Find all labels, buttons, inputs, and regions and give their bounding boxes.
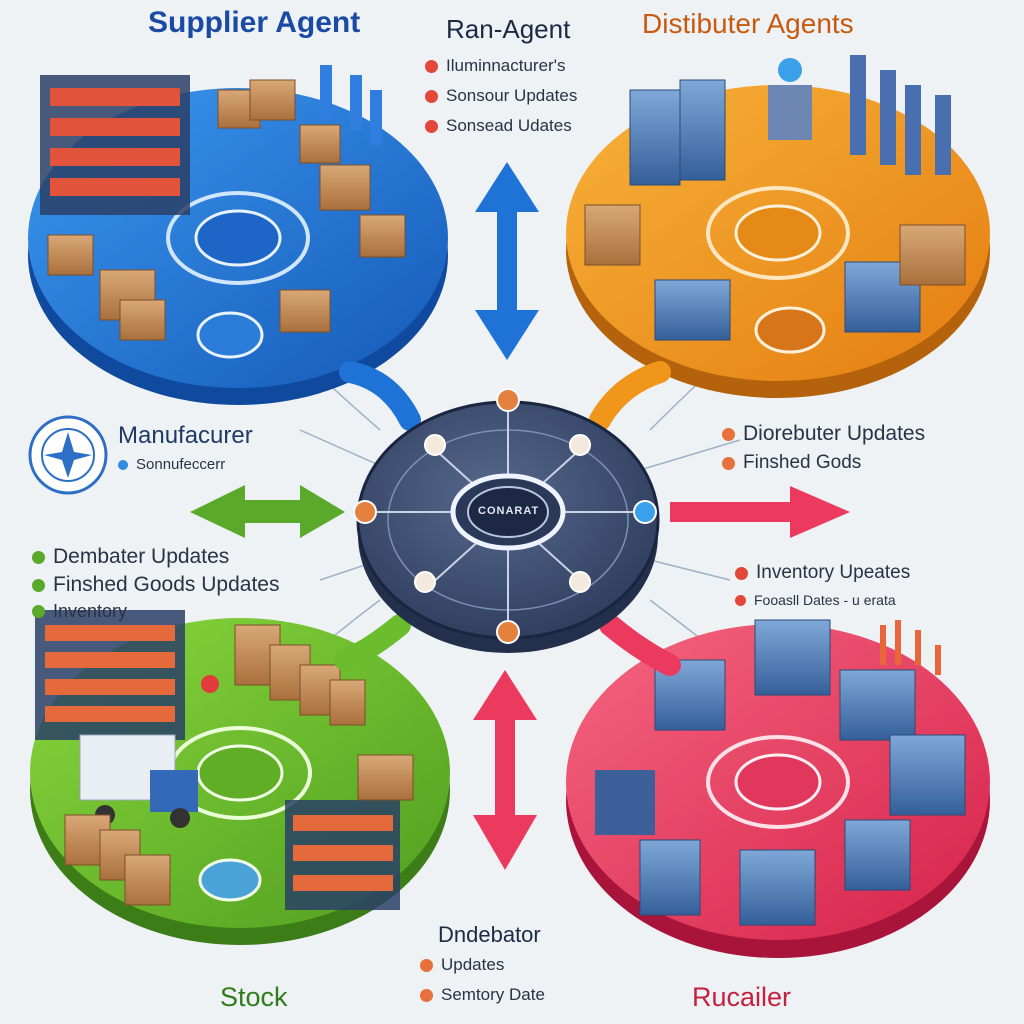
bullet-icon [118,459,128,470]
right-top-list: Diorebuter Updates Finshed Gods [722,422,925,474]
bullet-icon [735,566,748,580]
list-item: Finshed Gods [722,452,925,474]
bullet-icon [32,550,45,564]
bullet-icon [425,59,438,73]
manufacturer-logo-icon [28,415,108,495]
bottom-center-list: Updates Semtory Date [420,955,545,1005]
truck-icon [79,734,198,828]
retailer-title: Rucailer [692,982,792,1012]
list-item-label: Iluminnacturer's [446,56,566,75]
list-item: Iluminnacturer's [425,56,577,76]
red-double-arrow [473,670,537,870]
list-item-label: Finshed Goods Updates [53,573,280,596]
manufacturer-title: Manufacurer [118,422,253,449]
list-item-label: Inventory [53,601,128,621]
bullet-icon [32,578,45,592]
stock-title: Stock [220,982,288,1012]
list-item: Sonsead Udates [425,116,577,136]
list-item-label: Dembater Updates [53,545,230,568]
distributer-agents-title: Distibuter Agents [642,8,854,39]
red-right-arrow [670,486,850,538]
manufacturer-sub-label: Sonnufeccerr [136,456,226,473]
bullet-icon [722,427,735,441]
list-item: Inventory Upeates [735,562,910,584]
list-item-label: Semtory Date [441,985,545,1004]
supplier-platform [28,65,448,405]
bullet-icon [420,988,433,1002]
list-item-label: Diorebuter Updates [743,422,926,445]
list-item-label: Finshed Gods [743,452,862,473]
central-hub [353,388,660,653]
center-top-list: Iluminnacturer's Sonsour Updates Sonsead… [425,56,577,136]
bullet-icon [425,119,438,133]
right-mid-list: Inventory Upeates Fooasll Dates - u erat… [735,562,910,608]
list-item: Diorebuter Updates [722,422,925,446]
center-top-title: Ran-Agent [446,14,571,44]
list-item: Dembater Updates [32,545,279,569]
retailer-platform [566,619,990,958]
list-item-label: Sonsead Udates [446,116,572,135]
platform-links [334,361,681,676]
bullet-icon [32,605,45,618]
stock-platform [30,610,450,945]
bullet-icon [420,958,433,972]
blue-double-arrow [475,162,539,360]
list-item: Inventory [32,601,279,622]
list-item-label: Updates [441,955,505,974]
hub-label: CONARAT [478,505,540,517]
list-item: Updates [420,955,545,975]
list-item: Fooasll Dates - u erata [735,592,910,608]
bullet-icon [722,456,735,470]
list-item-label: Sonsour Updates [446,86,578,105]
list-item-label: Fooasll Dates - u erata [754,592,896,608]
supplier-agent-title: Supplier Agent [148,6,361,39]
manufacturer-sub: Sonnufeccerr [118,456,225,473]
green-double-arrow [190,485,345,538]
list-item: Finshed Goods Updates [32,573,279,597]
list-item: Sonsour Updates [425,86,577,106]
bullet-icon [425,89,438,103]
left-list: Dembater Updates Finshed Goods Updates I… [32,545,279,622]
bullet-icon [735,594,746,606]
list-item-label: Inventory Upeates [756,562,911,583]
distributer-platform [566,55,990,398]
list-item: Semtory Date [420,985,545,1005]
bottom-center-title: Dndebator [438,922,541,947]
